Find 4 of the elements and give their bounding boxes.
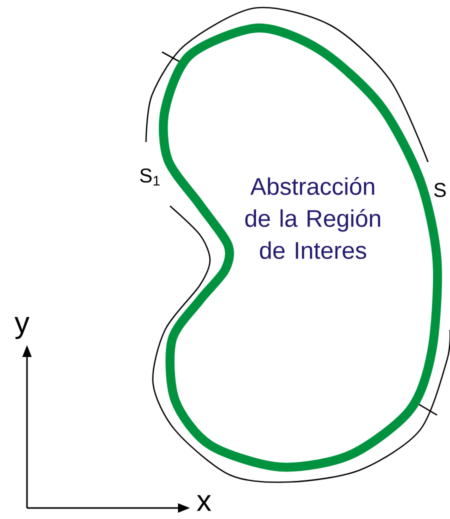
region-label: Abstracción de la Región de Interes xyxy=(245,177,380,259)
axis-label: x xyxy=(196,495,212,511)
axis-label: y xyxy=(14,316,30,340)
curve-label: S xyxy=(434,182,446,198)
